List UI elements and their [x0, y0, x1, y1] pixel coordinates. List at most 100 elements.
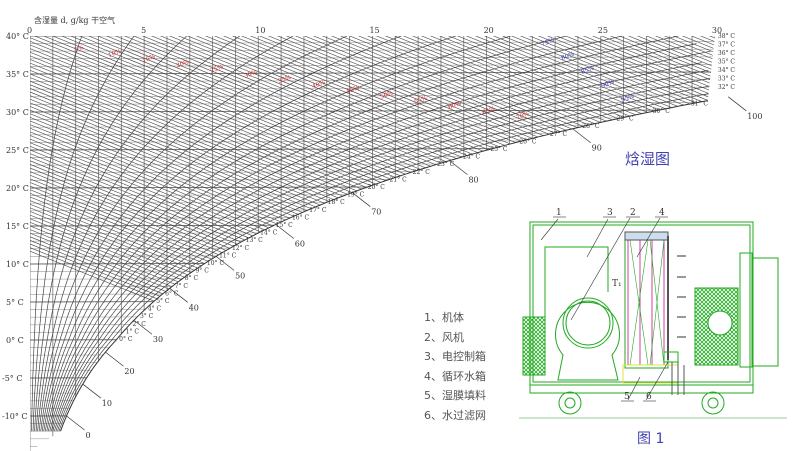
rh-curve	[54, 69, 709, 432]
isotherm-line	[30, 299, 715, 303]
enthalpy-line	[493, 36, 715, 397]
sensor-t1-label: T₁	[612, 279, 622, 289]
figure-1-diagram	[519, 216, 787, 419]
water-distributor	[624, 231, 669, 241]
enthalpy-line	[502, 36, 715, 397]
x-tick-label: 20	[484, 26, 494, 35]
x-tick-label: 30	[712, 26, 722, 35]
saturation-temp-label: 1° C	[126, 328, 140, 335]
enthalpy-line	[277, 36, 715, 397]
enthalpy-line	[412, 36, 715, 397]
enthalpy-label: 100	[747, 112, 762, 121]
right-temp-label: 32° C	[718, 84, 736, 91]
enthalpy-line	[340, 36, 715, 397]
enthalpy-line	[728, 18, 800, 396]
rh-label-blue: 75%	[540, 37, 555, 48]
rh-label-blue: 80%	[560, 51, 575, 62]
enthalpy-line	[394, 36, 715, 397]
callout-2: 2	[630, 208, 636, 218]
x-tick-label: 15	[369, 26, 379, 35]
rh-curve	[57, 85, 714, 432]
legend-item: 1、机体	[424, 311, 464, 324]
enthalpy-line	[511, 36, 715, 397]
rh-curve	[32, 36, 135, 432]
rh-curve	[52, 62, 702, 432]
y-tick-label: -5° C	[2, 374, 22, 383]
base-rail	[529, 384, 754, 394]
right-temp-label: 35° C	[718, 59, 736, 66]
enthalpy-tick	[352, 192, 371, 207]
enthalpy-line	[367, 36, 715, 397]
legend-item: 2、风机	[424, 330, 464, 344]
saturation-temp-label: 16° C	[292, 214, 310, 221]
legend-item: 3、电控制箱	[424, 350, 486, 363]
isotherm-line	[30, 398, 715, 402]
x-tick-label: 25	[598, 26, 608, 35]
isotherm-line	[30, 337, 715, 341]
callout-3: 3	[607, 208, 613, 218]
enthalpy-line	[30, 36, 715, 397]
enthalpy-line	[421, 36, 715, 397]
enthalpy-label: 70	[371, 208, 381, 217]
callout-1: 1	[556, 208, 562, 218]
saturation-temp-label: 3° C	[140, 313, 154, 320]
saturation-temp-label: 22° C	[413, 169, 431, 176]
rh-label-red: 45%	[345, 84, 360, 95]
wheel-left	[558, 391, 582, 415]
saturation-temp-label: 30° C	[653, 108, 671, 115]
right-temp-label: 34° C	[718, 67, 736, 74]
isotherm-line	[30, 413, 715, 417]
right-temp-label: 38° C	[718, 33, 736, 40]
callout-5: 5	[624, 392, 630, 402]
enthalpy-line	[791, 18, 800, 396]
rh-curve	[44, 36, 567, 432]
saturation-temp-label: 21° C	[390, 176, 408, 183]
saturation-temp-label: 6° C	[165, 290, 179, 297]
rh-curve	[34, 36, 187, 432]
rh-curve	[38, 36, 348, 432]
x-tick-label: 0	[27, 26, 32, 35]
fan-wheel-inner	[565, 300, 611, 346]
rh-label-red: 40%	[311, 79, 326, 90]
rh-curve	[40, 36, 402, 432]
callout-4: 4	[659, 208, 665, 218]
saturation-temp-label: 20° C	[368, 184, 386, 191]
enthalpy-line	[358, 36, 715, 397]
isotherm-line	[30, 360, 715, 364]
saturation-temp-label: 7° C	[175, 283, 189, 290]
isotherm-line	[30, 444, 715, 447]
enthalpy-tick	[449, 160, 468, 175]
y-tick-label: 25° C	[6, 146, 29, 155]
saturation-temp-label: 27° C	[550, 131, 568, 138]
component-legend: 1、机体 2、风机 3、电控制箱 4、循环水箱 5、湿膜填料 6、水过滤网	[424, 309, 486, 426]
isotherm-line	[30, 436, 715, 440]
rh-label-blue: 95%	[620, 93, 635, 104]
enthalpy-label: 90	[592, 144, 602, 153]
rh-curve	[50, 50, 711, 432]
saturation-temp-label: 23° C	[437, 161, 455, 168]
wheel-right	[701, 391, 725, 415]
saturation-temp-label: 26° C	[519, 138, 537, 145]
y-tick-label: 10° C	[6, 260, 29, 269]
enthalpy-label: 50	[235, 271, 245, 280]
rh-curve	[37, 36, 294, 432]
y-tick-label: 15° C	[6, 222, 29, 231]
figure-callouts: 1 3 2 4 5 6 T₁	[556, 208, 665, 402]
enthalpy-tick	[133, 319, 153, 335]
enthalpy-line	[529, 36, 715, 397]
isotherm-line	[30, 406, 715, 409]
enthalpy-line	[737, 18, 800, 396]
fan-volute	[555, 302, 620, 381]
enthalpy-line	[466, 36, 715, 397]
airflow-arrows	[677, 255, 686, 338]
saturation-temp-label: 11° C	[219, 252, 237, 259]
x-tick-label: 10	[255, 26, 265, 35]
enthalpy-line	[385, 36, 715, 397]
rh-curve	[47, 36, 679, 432]
rh-label-red: 70%	[515, 110, 530, 121]
pump	[707, 310, 733, 336]
rh-curve	[31, 36, 83, 432]
isotherm-line	[30, 375, 715, 379]
legend-item: 6、水过滤网	[424, 408, 486, 422]
rh-curve	[49, 43, 697, 432]
